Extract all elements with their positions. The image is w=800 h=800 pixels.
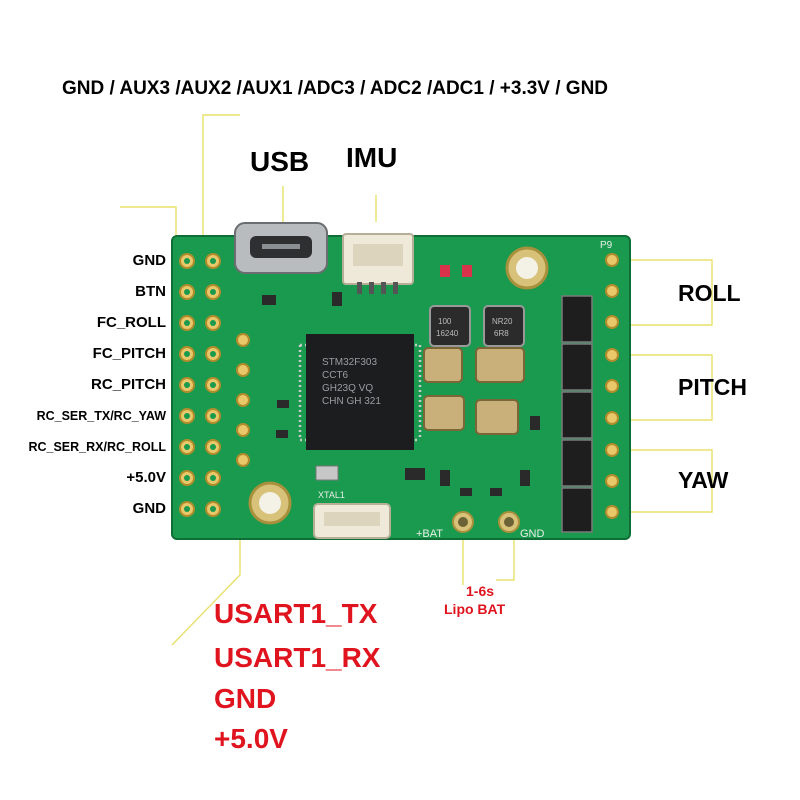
bat-plus-silk: +BAT [416,528,443,540]
chip-marking-4: CHN GH 321 [322,396,381,407]
pin-label-rc-pitch: RC_PITCH [90,376,166,393]
chip-marking-2: CCT6 [322,370,349,381]
chip-marking-1: STM32F303 [322,357,377,368]
chip-marking-3: GH23Q VQ [322,383,373,394]
right-header-pins [605,253,619,519]
pin-label-rc-ser-tx: RC_SER_TX/RC_YAW [36,409,166,423]
pin-label-btn: BTN [135,283,166,300]
pin-label-5v: +5.0V [126,469,166,486]
inductor2-marking-2: 6R8 [494,329,509,338]
motor-driver-chips [561,295,593,533]
mcu-chip: STM32F303 CCT6 GH23Q VQ CHN GH 321 [298,334,422,450]
bat-gnd-silk: GND [520,528,545,540]
battery-pads [452,511,520,533]
mounting-holes [248,246,549,525]
capacitors [423,347,525,435]
usart-rx-label: USART1_RX [214,642,381,673]
left-header-pins [179,253,250,517]
leader-lines [120,114,713,646]
imu-connector [342,233,414,294]
p9-silk: P9 [600,240,613,251]
usb-label: USB [250,146,310,177]
pin-label-fc-roll: FC_ROLL [96,314,166,331]
xtal-label: XTAL1 [318,490,345,500]
pitch-label: PITCH [678,374,747,400]
battery-type: Lipo BAT [444,601,506,617]
usart-gnd-label: GND [214,683,277,714]
yaw-label: YAW [678,467,729,493]
pin-label-rc-ser-rx: RC_SER_RX/RC_ROLL [28,440,166,454]
inductor2-marking-1: NR20 [492,317,513,326]
usb-connector [234,222,328,274]
crystal [315,465,339,481]
inductors: 100 16240 NR20 6R8 [429,305,525,347]
bottom-connector [313,503,391,539]
smd-components [262,265,540,496]
usart-5v-label: +5.0V [214,723,288,754]
battery-cell-count: 1-6s [466,583,495,599]
pin-label-fc-pitch: FC_PITCH [92,345,166,362]
top-pin-header-label: GND / AUX3 /AUX2 /AUX1 /ADC3 / ADC2 /ADC… [62,78,609,99]
imu-label: IMU [346,142,398,173]
usart-tx-label: USART1_TX [214,598,378,629]
roll-label: ROLL [678,280,741,306]
inductor1-marking-2: 16240 [436,329,459,338]
pin-label-gnd-bottom: GND [132,500,166,517]
pin-label-gnd: GND [132,252,166,269]
inductor1-marking-1: 100 [438,317,452,326]
